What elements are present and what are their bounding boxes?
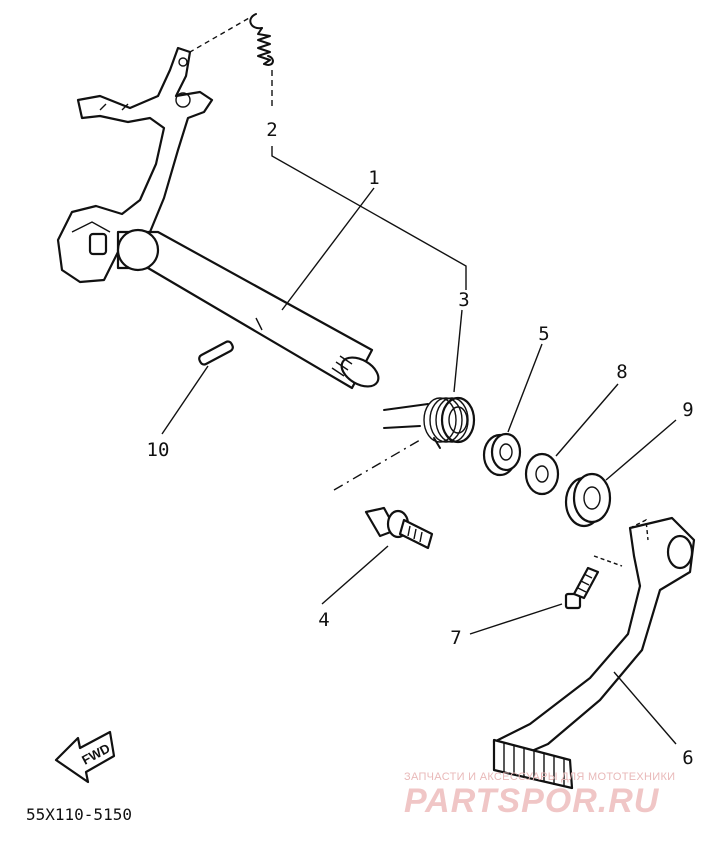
- callout-3: 3: [458, 289, 469, 311]
- callout-8: 8: [616, 361, 627, 383]
- pedal-bolt: [564, 566, 600, 610]
- callout-7: 7: [450, 627, 461, 649]
- collar: [482, 432, 522, 477]
- diagram-code: 55X110-5150: [26, 805, 132, 824]
- return-spring: [189, 13, 274, 106]
- callout-10: 10: [147, 439, 170, 461]
- shift-shaft-assembly: [56, 46, 380, 390]
- callout-6: 6: [682, 747, 693, 769]
- bushing: [564, 472, 612, 528]
- washer: [524, 452, 560, 496]
- forward-arrow-icon: FWD: [54, 730, 116, 784]
- stopper-bolt: [333, 439, 434, 550]
- watermark-brand: PARTSPOR.RU: [404, 782, 660, 820]
- dowel-pin: [198, 340, 234, 366]
- leader-lines: [161, 146, 677, 745]
- callout-9: 9: [682, 399, 693, 421]
- callout-1: 1: [368, 167, 379, 189]
- change-pedal: [492, 516, 696, 790]
- torsion-spring: [383, 396, 476, 449]
- watermark-tagline: ЗАПЧАСТИ И АКСЕССУАРЫ ДЛЯ МОТОТЕХНИКИ: [404, 771, 675, 783]
- callout-5: 5: [538, 323, 549, 345]
- callout-4: 4: [318, 609, 329, 631]
- callout-2: 2: [266, 119, 277, 141]
